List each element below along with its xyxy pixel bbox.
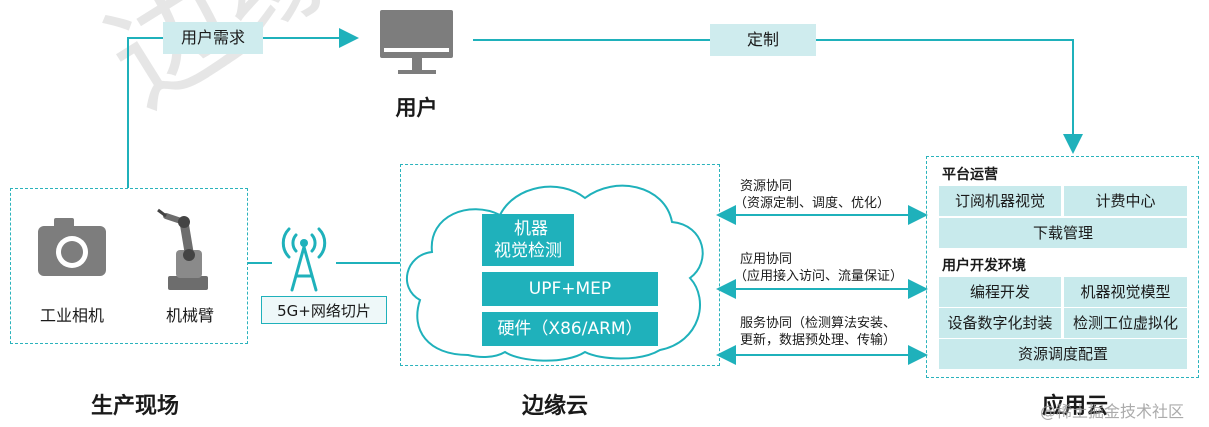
hardware-block: 硬件（X86/ARM） [482, 312, 658, 346]
network-slice-label: 5G+网络切片 [261, 296, 387, 324]
app-cloud-title: 应用云 [1041, 394, 1108, 419]
app-sync-detail: （应用接入访问、流量保证） [734, 269, 904, 284]
robot-arm-icon [157, 208, 208, 290]
resource-sync-title: 资源协同 [740, 179, 793, 194]
subscribe-vision-cell: 订阅机器视觉 [939, 186, 1061, 216]
resource-config-cell: 资源调度配置 [939, 339, 1187, 369]
app-cloud-box [926, 156, 1199, 378]
device-digital-cell: 设备数字化封装 [939, 308, 1061, 338]
vision-detection-block: 机器 视觉检测 [482, 214, 574, 266]
edge-cloud-box [400, 164, 720, 366]
monitor-icon [380, 10, 453, 74]
service-sync-line-2: 更新，数据预处理、传输） [740, 333, 897, 348]
antenna-icon [281, 227, 327, 292]
station-virtual-cell: 检测工位虚拟化 [1064, 308, 1187, 338]
camera-label: 工业相机 [39, 306, 104, 325]
production-site-title: 生产现场 [90, 394, 179, 419]
download-mgmt-cell: 下载管理 [939, 218, 1187, 248]
demand-line [127, 28, 359, 188]
resource-sync-detail: （资源定制、调度、优化） [734, 196, 891, 211]
vision-model-cell: 机器视觉模型 [1064, 277, 1187, 307]
vision-line-2: 视觉检测 [494, 241, 562, 261]
app-sync-title: 应用协同 [740, 252, 793, 267]
dev-env-heading: 用户开发环境 [942, 258, 1026, 274]
arm-label: 机械臂 [165, 306, 214, 325]
user-label: 用户 [395, 96, 438, 120]
camera-icon [38, 218, 106, 276]
vision-line-1: 机器 [514, 219, 548, 239]
edge-cloud-title: 边缘云 [521, 394, 588, 419]
credit-watermark: @稀土掘金技术社区 [1040, 402, 1185, 421]
billing-center-cell: 计费中心 [1064, 186, 1187, 216]
service-sync-line-1: 服务协同（检测算法安装、 [740, 316, 897, 331]
user-demand-tag: 用户需求 [163, 22, 263, 54]
platform-ops-heading: 平台运营 [942, 167, 998, 183]
custom-line [473, 39, 1083, 154]
production-site-box [10, 188, 248, 344]
upf-mep-block: UPF+MEP [482, 272, 658, 306]
programming-cell: 编程开发 [939, 277, 1061, 307]
custom-tag: 定制 [710, 24, 816, 56]
